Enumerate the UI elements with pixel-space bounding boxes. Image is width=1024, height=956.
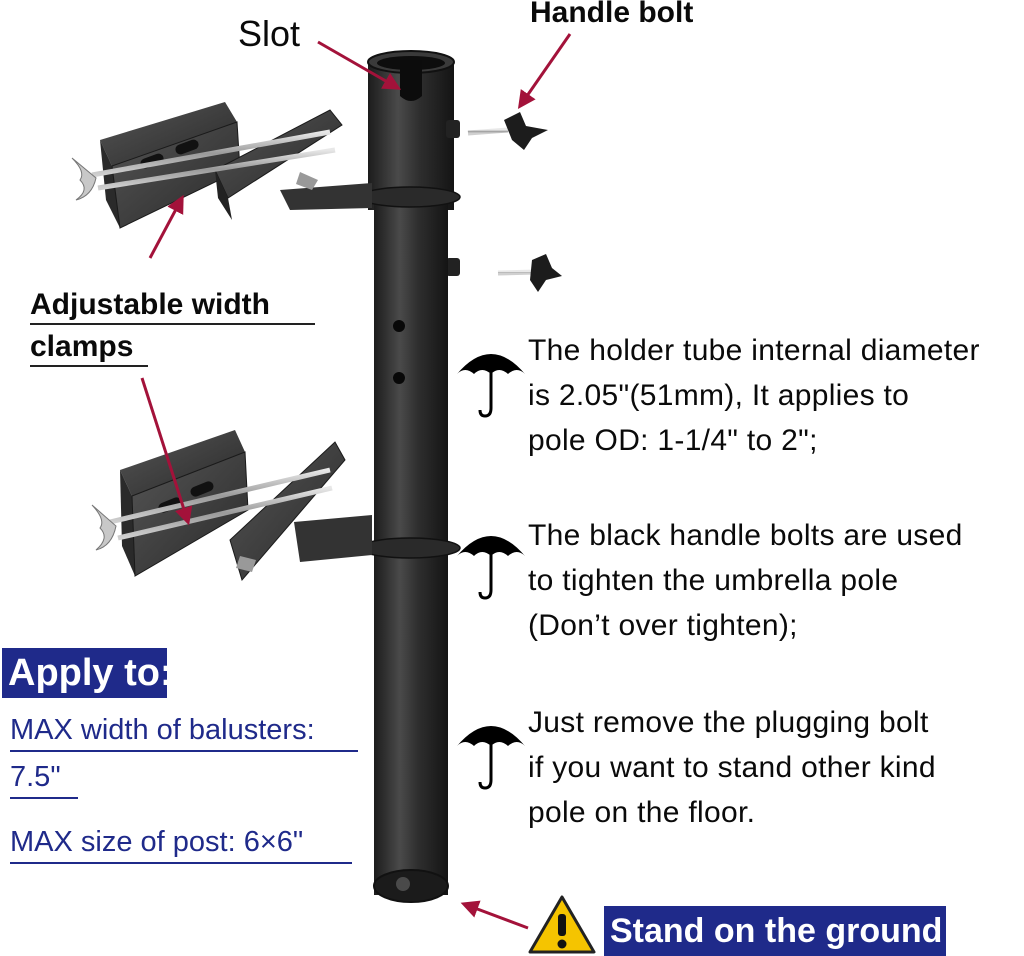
holder-tube [367,50,460,276]
slot-label: Slot [238,13,301,54]
bolt-arrow [517,33,572,109]
ground-arrow [460,900,529,930]
note-line: pole on the floor. [528,796,756,829]
note-line: if you want to stand other kind [528,751,936,784]
clamps-label-line1: Adjustable width [30,283,315,325]
note-line: to tighten the umbrella pole [528,564,899,597]
lower-clamp [91,430,372,582]
divider [10,797,78,799]
warning-icon [528,895,596,954]
clamp-arrow-upper [148,194,184,259]
umbrella-icon [457,354,525,418]
upper-clamp [71,102,372,229]
handle-bolt-upper [467,112,548,150]
clamps-label: Adjustable width clamps [30,283,315,367]
clamp-arrow-lower [140,377,193,526]
umbrella-icon [457,536,525,600]
max-width-value: 7.5" [10,761,61,793]
handle-bolt-label: Handle bolt [530,0,694,29]
handle-bolt-lower [497,254,562,292]
note-line: pole OD: 1-1/4" to 2"; [528,424,818,457]
divider [10,862,352,864]
note-line: is 2.05"(51mm), It applies to [528,379,910,412]
apply-to-badge: Apply to: [2,648,173,698]
note-handle-bolts: The black handle bolts are used to tight… [528,513,963,648]
note-line: The holder tube internal diameter [528,334,980,367]
note-plugging-bolt: Just remove the plugging bolt if you wan… [528,700,936,835]
divider [10,750,358,752]
max-width-label: MAX width of balusters: [10,714,315,746]
max-post-size: MAX size of post: 6×6" [10,826,304,858]
stand-on-ground-badge: Stand on the ground [604,906,946,956]
note-diameter: The holder tube internal diameter is 2.0… [528,328,980,463]
clamps-label-line2: clamps [30,325,148,367]
note-line: (Don’t over tighten); [528,609,798,642]
note-line: Just remove the plugging bolt [528,706,929,739]
slot-arrow [317,40,402,90]
umbrella-icon [457,726,525,790]
note-line: The black handle bolts are used [528,519,963,552]
